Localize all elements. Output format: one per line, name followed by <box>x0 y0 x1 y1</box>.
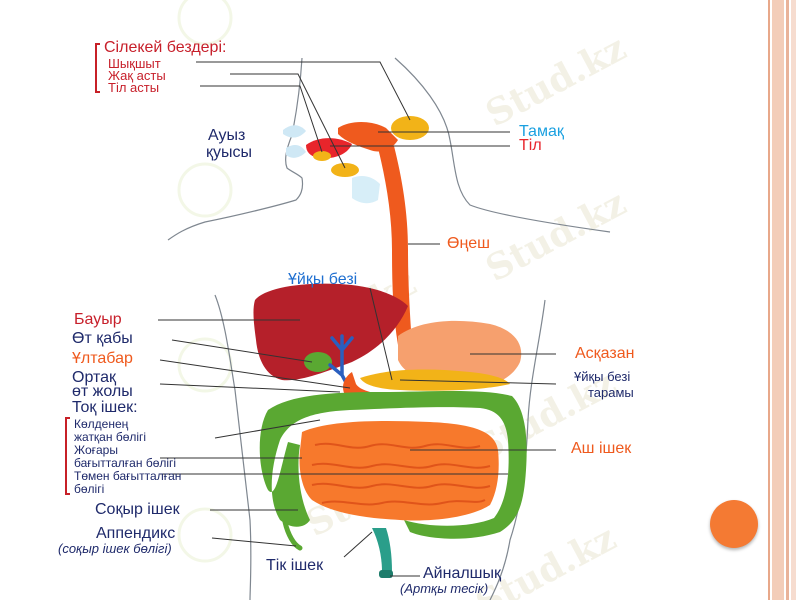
parotid-gland <box>391 116 429 140</box>
slide-nav-button[interactable] <box>710 500 758 548</box>
pharynx-shape <box>338 122 398 152</box>
rectum-shape <box>372 528 392 572</box>
gallbladder-shape <box>304 352 332 372</box>
stripe-edge <box>786 0 789 600</box>
stripe-thin <box>768 0 770 600</box>
label-pancreas: Ұйқы безі <box>288 271 358 288</box>
label-mouth-cavity-2: қуысы <box>206 144 252 161</box>
stripe-wide <box>772 0 784 600</box>
salivary-item-submandibular: Жақ асты <box>108 68 166 83</box>
label-colon-part-2: жатқан бөлігі <box>74 430 147 444</box>
label-rectum: Тік ішек <box>266 557 324 574</box>
label-gallbladder: Өт қабы <box>72 330 133 347</box>
sublingual-gland <box>313 151 331 161</box>
label-appendix-note: (соқыр ішек бөлігі) <box>58 541 172 556</box>
anus-shape <box>379 570 393 578</box>
label-pancreatic-duct-1: Ұйқы безі <box>574 369 631 384</box>
esophagus-shape <box>378 146 412 345</box>
stripe-edge-2 <box>791 0 796 600</box>
label-mouth-cavity-1: Ауыз <box>208 127 246 144</box>
nasal-area <box>283 125 306 138</box>
label-anus: Айналшық <box>423 565 502 582</box>
label-colon-part-3: Жоғары <box>74 443 118 457</box>
label-cecum: Соқыр ішек <box>95 501 180 518</box>
salivary-heading: Сілекей бездері: <box>104 39 227 56</box>
label-colon-part-6: бөлігі <box>74 482 105 496</box>
salivary-item-sublingual: Тіл асты <box>108 80 160 95</box>
label-stomach: Асқазан <box>575 345 635 362</box>
submandibular-gland <box>331 163 359 177</box>
watermark-logo <box>177 0 233 563</box>
label-colon-part-5: Төмен бағытталған <box>74 469 182 483</box>
label-bile-duct-1: Ортақ <box>72 369 117 386</box>
throat-area <box>352 176 380 204</box>
label-pancreatic-duct-2: тарамы <box>588 385 634 400</box>
label-liver: Бауыр <box>74 311 122 328</box>
pancreas-shape <box>360 369 510 391</box>
label-colon-heading: Тоқ ішек: <box>72 399 138 416</box>
small-intestine-shape <box>299 421 499 521</box>
appendix-shape <box>282 519 303 551</box>
label-colon-part-4: бағытталған бөлігі <box>74 456 177 470</box>
salivary-bracket <box>95 43 100 93</box>
liver-shape <box>253 283 408 381</box>
label-tongue: Тіл <box>519 137 542 154</box>
label-duodenum: Ұлтабар <box>72 350 133 367</box>
label-appendix: Аппендикс <box>96 525 176 542</box>
label-pharynx: Тамақ <box>519 123 564 140</box>
label-colon-part-1: Көлденең <box>74 417 129 431</box>
label-bile-duct-2: өт жолы <box>72 383 133 400</box>
colon-bracket <box>65 417 70 495</box>
salivary-item-parotid: Шықшыт <box>108 56 161 71</box>
bile-duct-shape <box>328 334 354 392</box>
label-anus-note: (Артқы тесік) <box>400 581 489 596</box>
lip-area <box>286 145 306 158</box>
label-esophagus: Өңеш <box>447 235 491 252</box>
label-small-intestine: Аш ішек <box>571 440 632 457</box>
leader-lines <box>158 61 557 577</box>
